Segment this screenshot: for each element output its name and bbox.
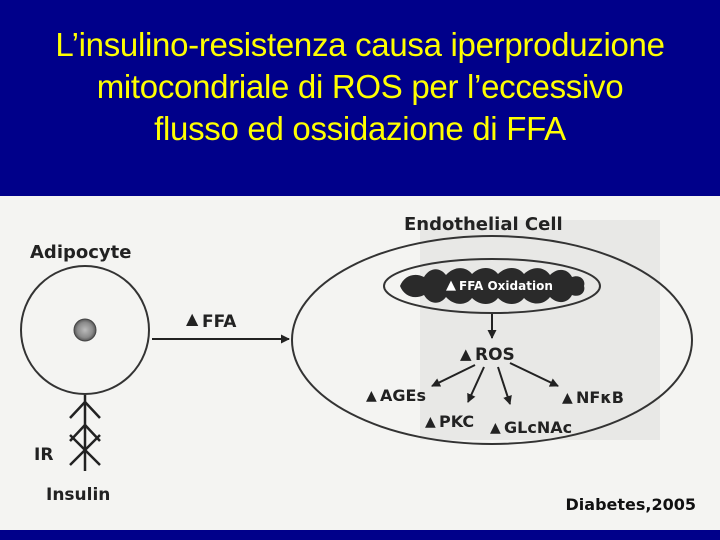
title-line-1: L’insulino-resistenza causa iperproduzio… bbox=[55, 26, 665, 63]
glcnac-up-arrow-icon: ▲ bbox=[490, 420, 501, 436]
insulin-receptor-upper-branch bbox=[69, 423, 101, 442]
glcnac-label: GLcNAc bbox=[504, 418, 572, 437]
ffa-label: FFA bbox=[202, 312, 237, 332]
adipocyte-nucleus bbox=[73, 318, 97, 342]
adipocyte-cell bbox=[20, 265, 150, 395]
ages-up-arrow-icon: ▲ bbox=[366, 388, 377, 404]
ros-to-ages-arrow bbox=[431, 364, 476, 387]
ros-up-arrow-icon: ▲ bbox=[460, 345, 472, 363]
faint-background-panel bbox=[420, 220, 660, 440]
ffa-oxidation-up-arrow-icon: ▲ bbox=[446, 278, 456, 293]
bottom-band bbox=[0, 530, 720, 540]
endothelial-cell-membrane bbox=[291, 235, 693, 445]
pkc-up-arrow-icon: ▲ bbox=[425, 414, 436, 430]
diagram-figure: Adipocyte ▲ FFA IR Insulin Endothelial C… bbox=[0, 196, 720, 530]
ffa-up-arrow-icon: ▲ bbox=[186, 309, 199, 328]
insulin-receptor-cross-b bbox=[69, 434, 101, 466]
citation: Diabetes,2005 bbox=[565, 495, 697, 514]
ir-label: IR bbox=[34, 445, 53, 465]
insulin-receptor-top-branch bbox=[69, 400, 101, 419]
title-band: L’insulino-resistenza causa iperproduzio… bbox=[0, 0, 720, 196]
pkc-label: PKC bbox=[439, 412, 474, 431]
endothelial-cell-label: Endothelial Cell bbox=[404, 214, 563, 235]
ros-label: ROS bbox=[475, 345, 515, 365]
slide-title: L’insulino-resistenza causa iperproduzio… bbox=[6, 24, 714, 150]
ros-to-glcnac-arrow bbox=[497, 366, 512, 405]
mitochondrion-cristae bbox=[400, 268, 585, 304]
title-line-2: mitocondriale di ROS per l’eccessivo bbox=[96, 68, 624, 105]
insulin-label: Insulin bbox=[46, 485, 110, 505]
title-line-3: flusso ed ossidazione di FFA bbox=[154, 110, 566, 147]
adipocyte-label: Adipocyte bbox=[30, 242, 131, 263]
ros-to-nfkb-arrow bbox=[509, 362, 559, 387]
diagram-svg: Adipocyte ▲ FFA IR Insulin Endothelial C… bbox=[20, 214, 693, 505]
ffa-oxidation-label: FFA Oxidation bbox=[459, 279, 553, 293]
nfkb-label: NFκB bbox=[576, 388, 624, 407]
ros-to-pkc-arrow bbox=[467, 366, 485, 403]
mitochondrion-outer-membrane bbox=[383, 258, 601, 314]
nfkb-up-arrow-icon: ▲ bbox=[562, 390, 573, 406]
ages-label: AGEs bbox=[380, 386, 426, 405]
